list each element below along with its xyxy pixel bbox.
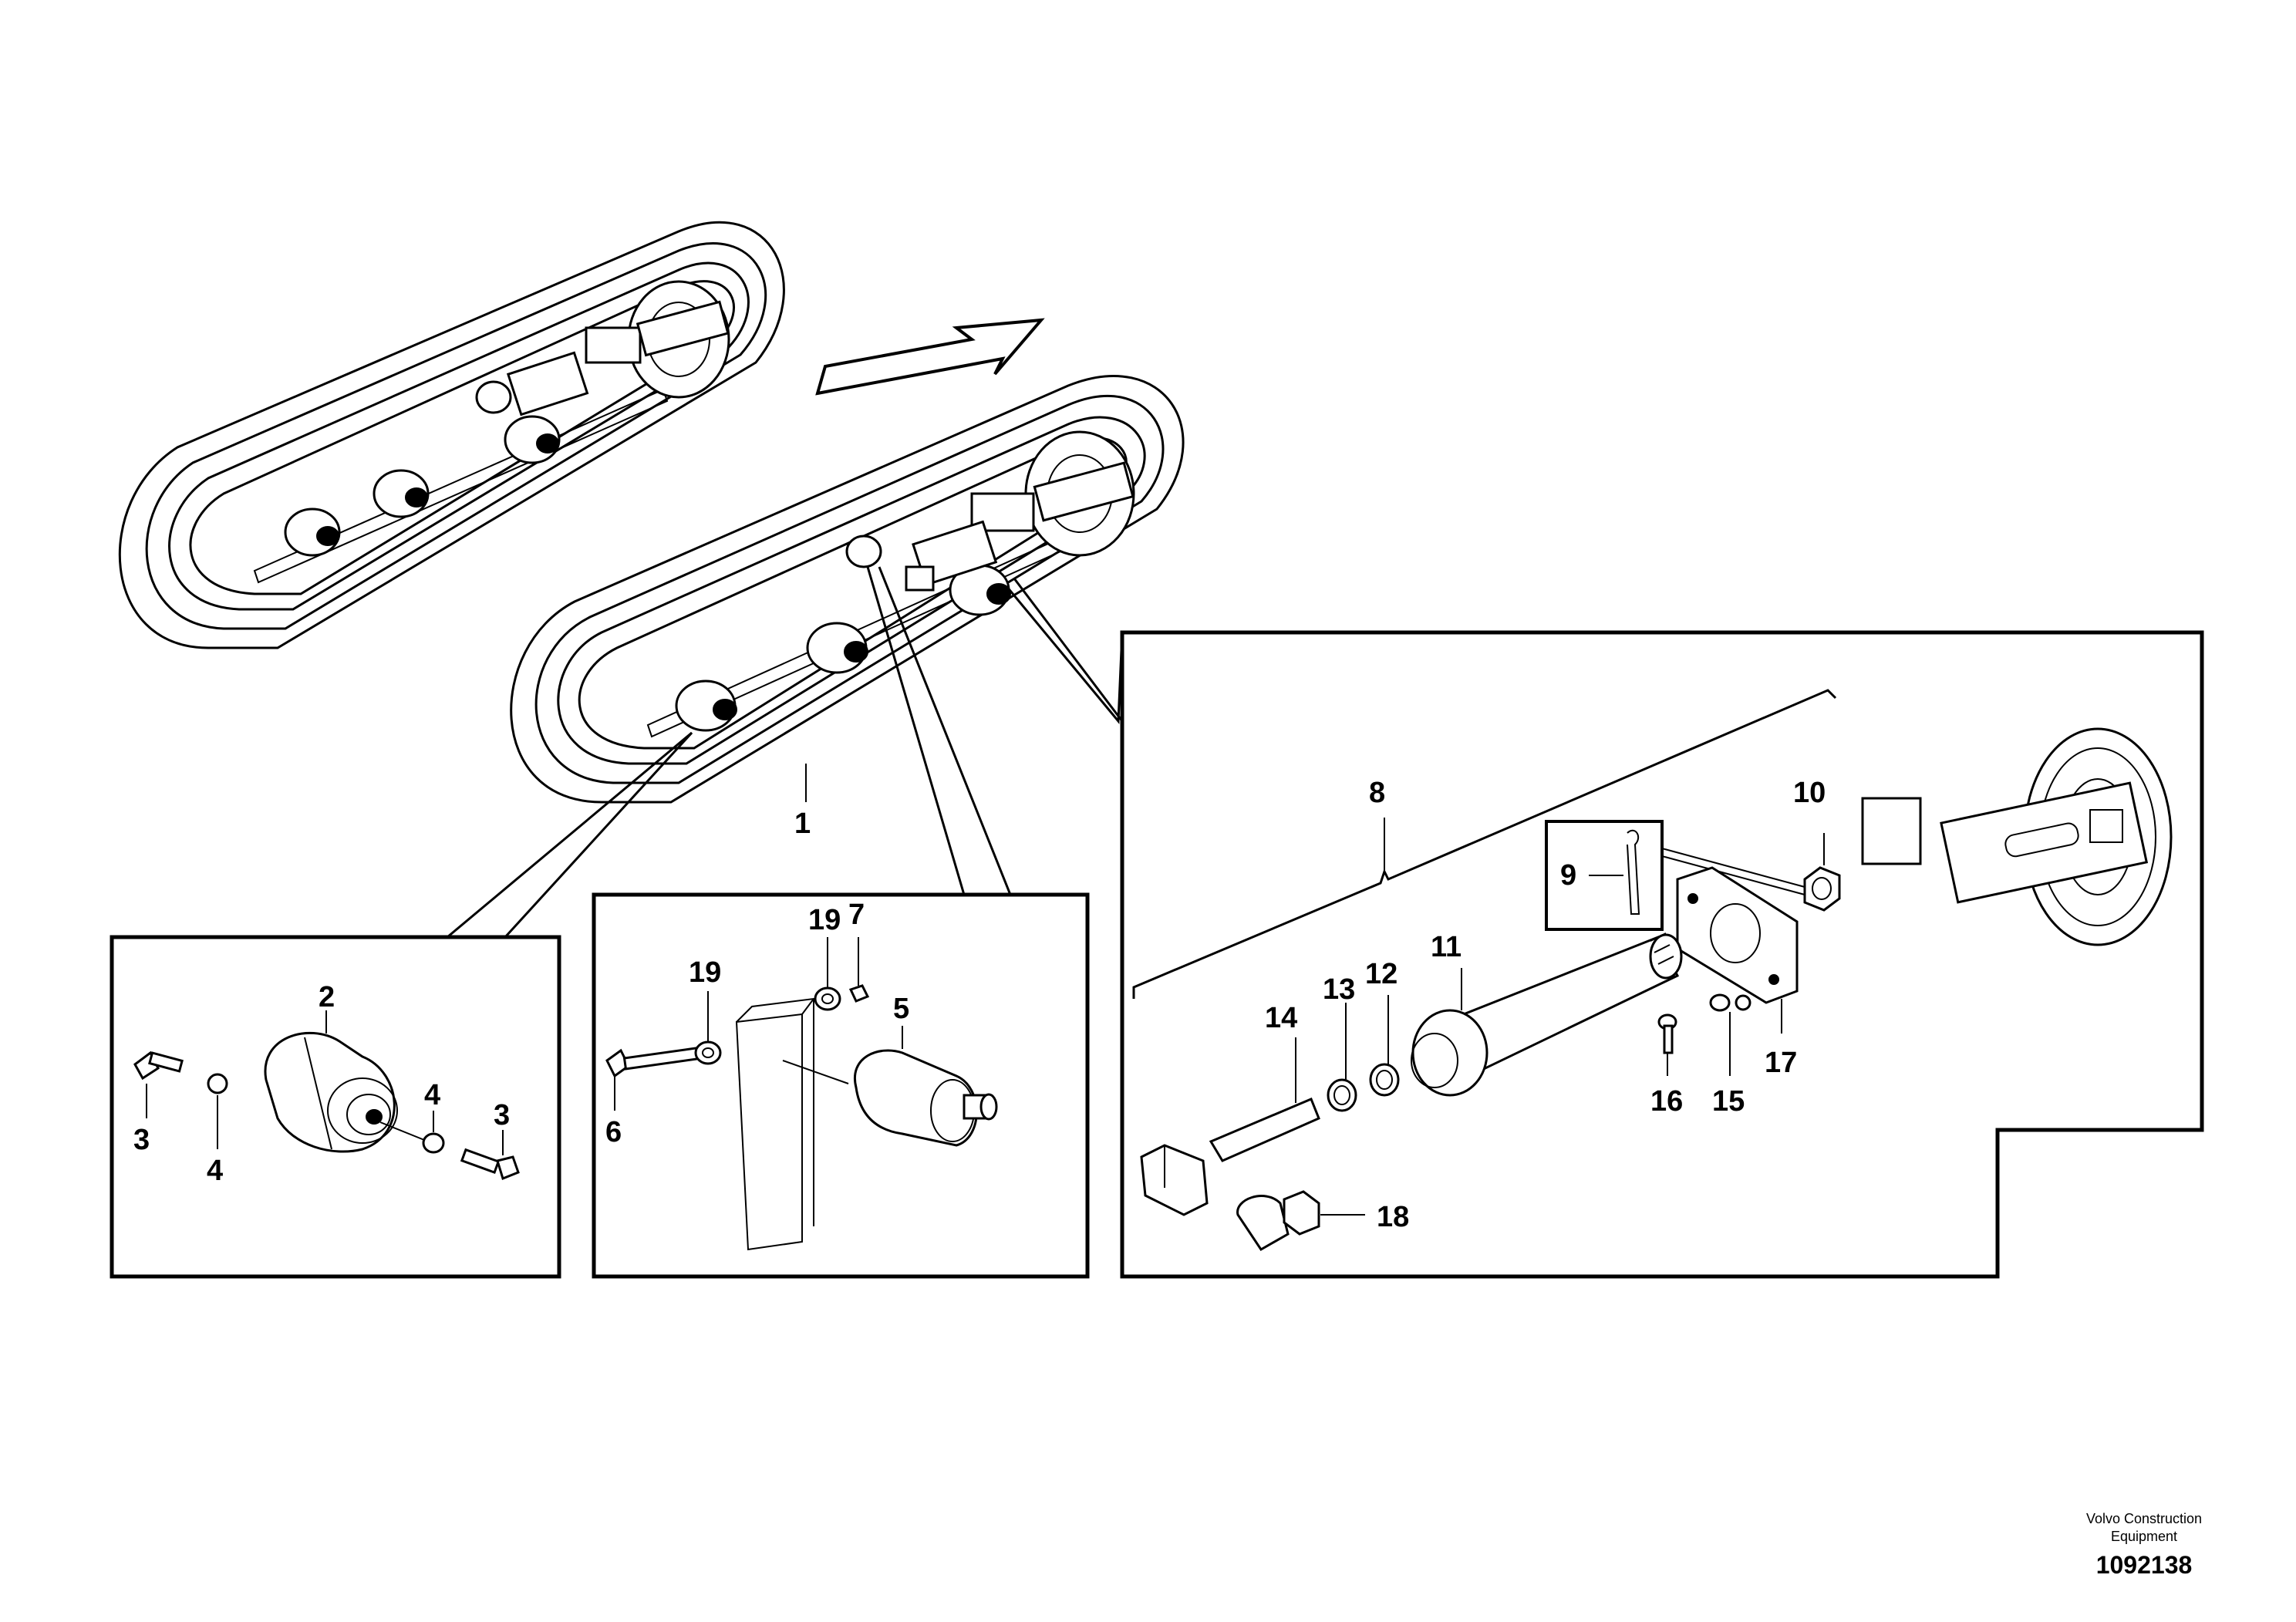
washer-4-right [422, 1132, 445, 1154]
washer-15 [1709, 993, 1731, 1012]
callout-18: 18 [1377, 1201, 1409, 1233]
publisher-footer: Volvo Construction Equipment 1092138 [2086, 1511, 2202, 1579]
callout-5: 5 [893, 993, 909, 1025]
callout-3-right: 3 [494, 1099, 510, 1131]
seal-12 [1369, 1063, 1400, 1097]
front-idler-front [845, 430, 1135, 592]
callout-9: 9 [1560, 859, 1576, 892]
callout-19-right: 19 [808, 904, 841, 936]
washer-19-left [694, 1040, 722, 1065]
grease-fitting-18 [1236, 1190, 1320, 1251]
callout-14: 14 [1265, 1002, 1297, 1034]
callout-19-left: 19 [689, 956, 721, 989]
front-idler-rear [475, 280, 730, 416]
document-number: 1092138 [2096, 1551, 2193, 1579]
direction-arrow [815, 318, 1045, 396]
bottom-roller-2 [264, 1031, 398, 1153]
bottom-roller-front-2 [806, 622, 868, 674]
bottom-roller-rear-2 [373, 469, 430, 518]
credit-line-2: Equipment [2111, 1529, 2177, 1544]
rod-14 [1140, 1098, 1320, 1216]
callout-11: 11 [1431, 931, 1462, 963]
cotter-pin-9-box [1545, 820, 1805, 931]
nut-7 [848, 984, 870, 1003]
bolt-6 [605, 1046, 704, 1078]
callout-1: 1 [794, 808, 811, 840]
track-assembly-rear [118, 221, 785, 649]
grease-cylinder-11 [1411, 932, 1683, 1097]
nut-10 [1803, 866, 1841, 912]
callout-16: 16 [1650, 1085, 1683, 1118]
detail-box-bottom-roller: 2 3 4 4 3 [110, 935, 561, 1279]
callout-6: 6 [605, 1116, 622, 1148]
credit-line-1: Volvo Construction [2086, 1511, 2202, 1526]
washer-19-right [814, 986, 841, 1011]
callout-2: 2 [319, 981, 335, 1013]
washer-4-left [207, 1073, 228, 1094]
callout-8: 8 [1369, 777, 1385, 809]
detail-box-top-roller: 6 19 19 7 5 [592, 892, 1090, 1279]
callout-10: 10 [1793, 777, 1826, 809]
detail-box-idler-tensioner: 8 9 10 11 12 13 14 15 16 17 18 [1120, 630, 2204, 1279]
front-idler-10-assembly [1861, 727, 2173, 946]
callout-7: 7 [848, 899, 865, 931]
bottom-roller-rear-3 [504, 415, 561, 464]
callout-12: 12 [1365, 958, 1397, 990]
bottom-roller-rear-1 [284, 508, 341, 557]
callout-15: 15 [1712, 1085, 1745, 1118]
bolt-3-right [460, 1148, 520, 1180]
track-assembly-front [510, 375, 1185, 804]
callout-4-left: 4 [207, 1155, 223, 1187]
callout-4-right: 4 [424, 1079, 440, 1111]
bolt-3-left [133, 1050, 184, 1081]
callout-3-left: 3 [133, 1124, 150, 1156]
top-roller-5 [853, 1049, 998, 1147]
seal-13 [1327, 1078, 1357, 1112]
bottom-roller-front-1 [675, 679, 737, 732]
callout-13: 13 [1323, 973, 1355, 1006]
bolt-16 [1657, 1013, 1677, 1054]
callout-17: 17 [1765, 1047, 1797, 1079]
